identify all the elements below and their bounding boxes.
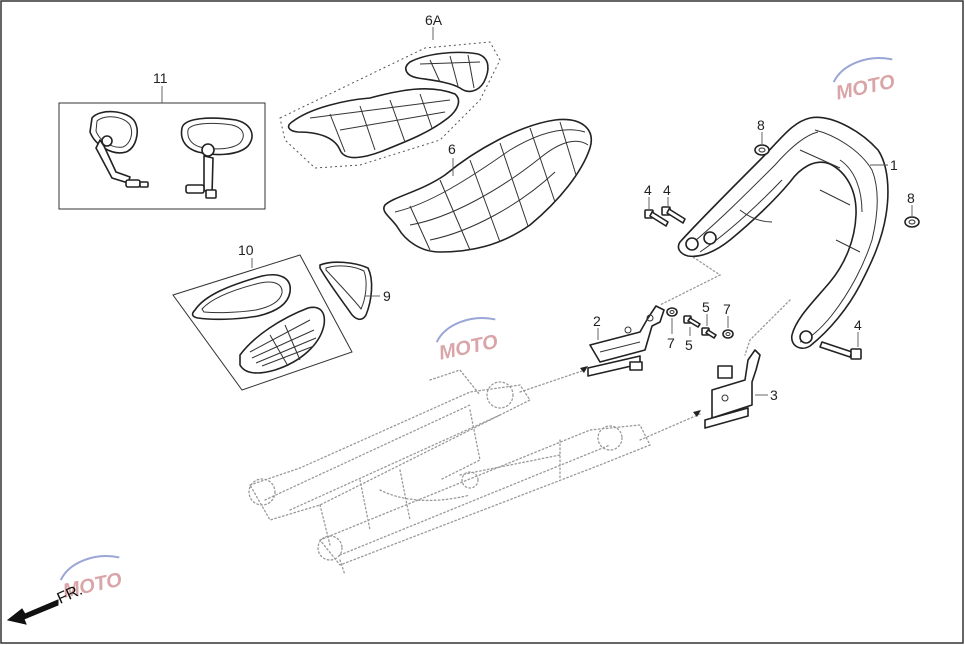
washer-left[interactable]: 7: [666, 307, 678, 351]
arrow-frame-left: [580, 366, 588, 373]
mirrors-box: [58, 102, 266, 210]
mirror-left: [89, 110, 149, 188]
mirrors-assembly[interactable]: 11: [58, 70, 266, 210]
callout-6a: 6A: [425, 12, 443, 28]
side-covers-box: [172, 254, 353, 391]
leader-handle-bracket: [659, 254, 722, 306]
side-covers-assembly[interactable]: 10 9: [172, 242, 391, 391]
callout-3: 3: [770, 387, 778, 403]
front-arrow-icon: [6, 599, 59, 625]
callout-11: 11: [153, 70, 168, 86]
callout-1: 1: [890, 157, 898, 173]
callout-8-top: 8: [757, 117, 765, 133]
callout-2: 2: [593, 313, 601, 329]
side-cover-lower: [239, 306, 326, 374]
single-seat[interactable]: 6: [383, 118, 593, 253]
callout-5-right: 5: [702, 299, 710, 315]
callout-4-left-2: 4: [663, 182, 671, 198]
callout-4-left-1: 4: [644, 182, 652, 198]
watermark-middle: MOTO: [435, 317, 500, 365]
mount-hole-rear: [799, 330, 813, 344]
small-bolt-left[interactable]: 5: [683, 315, 701, 353]
split-seat-assembly[interactable]: 6A: [279, 12, 501, 169]
bolt-right[interactable]: 4: [819, 317, 862, 360]
watermark-text: MOTO: [437, 331, 500, 365]
callout-7-left: 7: [667, 335, 675, 351]
passenger-seat: [405, 51, 489, 93]
rider-seat: [287, 87, 460, 159]
callout-8-right: 8: [907, 190, 915, 206]
mount-hole-mid: [703, 231, 717, 245]
small-bolt-right[interactable]: 5: [701, 299, 717, 339]
callout-10: 10: [238, 242, 254, 258]
leader-handle-bracket3: [744, 299, 791, 356]
arrow-frame-right: [693, 410, 701, 417]
frame-outline: [248, 369, 651, 576]
tail-cover: [319, 261, 373, 321]
callout-9: 9: [383, 288, 391, 304]
side-cover-upper: [191, 274, 291, 321]
callout-4-right: 4: [854, 317, 862, 333]
washer-right[interactable]: 7: [722, 301, 734, 339]
mount-hole-front: [685, 237, 699, 251]
callout-5-left: 5: [685, 337, 693, 353]
callout-6: 6: [448, 141, 456, 157]
mirror-right: [180, 117, 253, 199]
bolt-left-2[interactable]: 4: [661, 182, 686, 224]
leader-bracket2-frame: [519, 369, 586, 393]
bracket-right[interactable]: 3: [704, 349, 778, 429]
grab-handle[interactable]: 1: [677, 116, 898, 350]
watermark-text: MOTO: [834, 71, 897, 105]
bracket-left[interactable]: 2: [587, 305, 665, 377]
watermark-top-right: MOTO: [832, 57, 897, 105]
front-direction-indicator: FR.: [6, 582, 85, 625]
callout-7-right: 7: [723, 301, 731, 317]
leader-bracket3-frame: [639, 413, 701, 441]
nut-right[interactable]: 8: [904, 190, 920, 228]
nut-top[interactable]: 8: [754, 117, 770, 156]
bolt-left-1[interactable]: 4: [644, 182, 669, 227]
